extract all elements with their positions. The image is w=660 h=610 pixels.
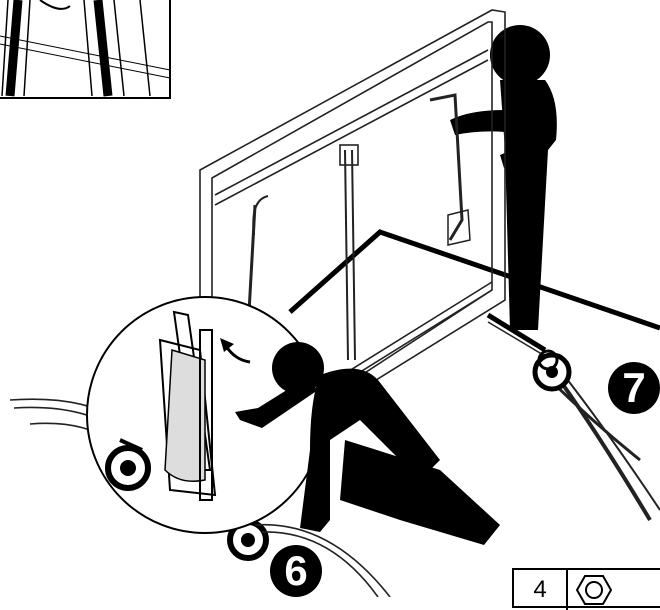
step-number-badge: 7 — [608, 362, 660, 414]
parts-callout: 4 — [512, 568, 660, 608]
assembly-illustration — [0, 0, 660, 597]
magnifier-detail — [87, 297, 323, 533]
right-wheel — [535, 351, 569, 389]
step-number-badge: 6 — [270, 545, 322, 597]
part-quantity: 4 — [514, 570, 568, 610]
standing-person-silhouette — [450, 25, 557, 330]
detail-inset — [0, 0, 170, 98]
hex-nut-icon — [576, 574, 612, 606]
